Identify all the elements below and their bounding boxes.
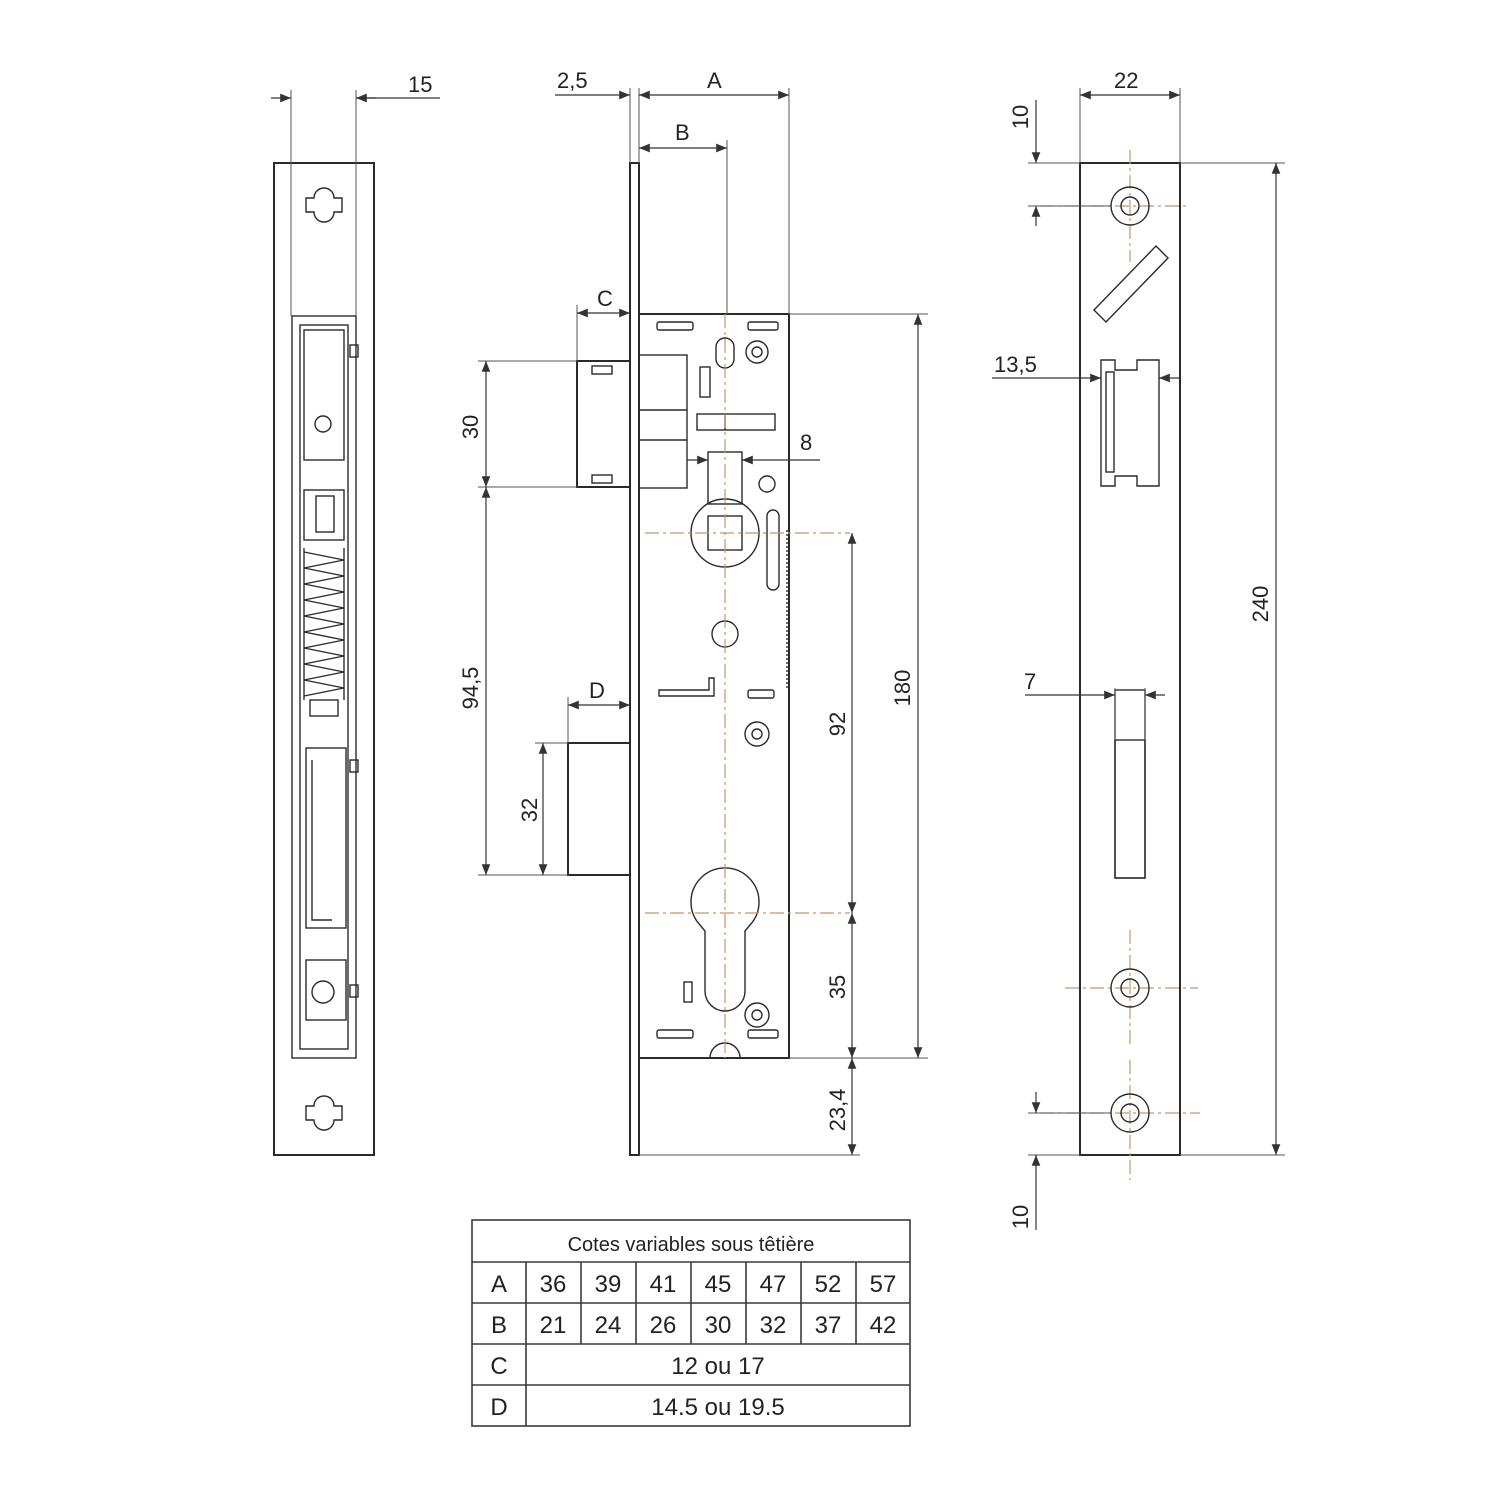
table-cell: 21	[540, 1312, 567, 1339]
table-cell: 26	[650, 1312, 677, 1339]
table-cell: 45	[705, 1271, 732, 1298]
dim-side-width: 15	[408, 72, 432, 97]
table-cell: 41	[650, 1271, 677, 1298]
cylinder-cutout	[690, 867, 760, 1012]
strike-latch-opening	[1100, 359, 1160, 487]
strike-hole-middle	[1065, 930, 1198, 1045]
side-spring	[303, 548, 345, 700]
side-mechanism-housing	[291, 315, 357, 1059]
table-cell: 39	[595, 1271, 622, 1298]
variable-dimensions-table: Cotes variables sous têtière A 36 39 41 …	[471, 1219, 911, 1427]
dim-latch-to-bolt: 94,5	[458, 667, 483, 710]
table-cell: 30	[705, 1312, 732, 1339]
dim-strike-bolt-width: 7	[1024, 669, 1036, 694]
strike-plate-view: 22 10 13,5 240 7 10	[992, 68, 1285, 1230]
table-title: Cotes variables sous têtière	[568, 1234, 815, 1256]
table-cell: 36	[540, 1271, 567, 1298]
dim-follower-width: 8	[800, 430, 812, 455]
dim-strike-top-offset: 10	[1008, 105, 1033, 129]
dim-fixing-to-end: 23,4	[825, 1089, 850, 1132]
table-cell: 32	[760, 1312, 787, 1339]
fixing-slot-bottom	[305, 1095, 343, 1131]
table-cell: 24	[595, 1312, 622, 1339]
latch-bolt	[576, 354, 688, 489]
dim-bolt-height: 32	[517, 798, 542, 822]
table-cell: 47	[760, 1271, 787, 1298]
dim-b: B	[675, 120, 690, 145]
faceplate	[629, 162, 640, 1156]
table-cell: 52	[815, 1271, 842, 1298]
dim-latch-height: 30	[458, 415, 483, 439]
table-cell-span: 14.5 ou 19.5	[651, 1394, 784, 1421]
table-cell: 42	[870, 1312, 897, 1339]
dead-bolt	[567, 742, 631, 876]
front-view: 2,5 A B C D 8 30 94,5 32	[458, 68, 928, 1156]
table-cell: 37	[815, 1312, 842, 1339]
table-row-label: C	[490, 1353, 507, 1380]
strike-diagonal-slot	[1093, 245, 1169, 323]
strike-hole-top	[1040, 150, 1190, 262]
dim-strike-latch-width: 13,5	[994, 352, 1037, 377]
side-view: 15	[271, 72, 440, 1156]
dim-strike-bottom-offset: 10	[1008, 1205, 1033, 1229]
dim-c: C	[597, 286, 613, 311]
dim-d: D	[589, 678, 605, 703]
dim-strike-width: 22	[1114, 68, 1138, 93]
table-cell: 57	[870, 1271, 897, 1298]
dim-handle-to-cylinder: 92	[825, 712, 850, 736]
table-row-label: A	[491, 1271, 507, 1298]
dim-faceplate-thickness: 2,5	[557, 68, 588, 93]
dim-strike-length: 240	[1248, 586, 1273, 623]
table-row-label: D	[490, 1394, 507, 1421]
table-cell-span: 12 ou 17	[671, 1353, 764, 1380]
dim-a: A	[707, 68, 722, 93]
fixing-slot-top	[305, 187, 343, 223]
dim-cylinder-to-fixing: 35	[825, 975, 850, 999]
table-row-label: B	[491, 1312, 507, 1339]
dim-body-height: 180	[890, 670, 915, 707]
